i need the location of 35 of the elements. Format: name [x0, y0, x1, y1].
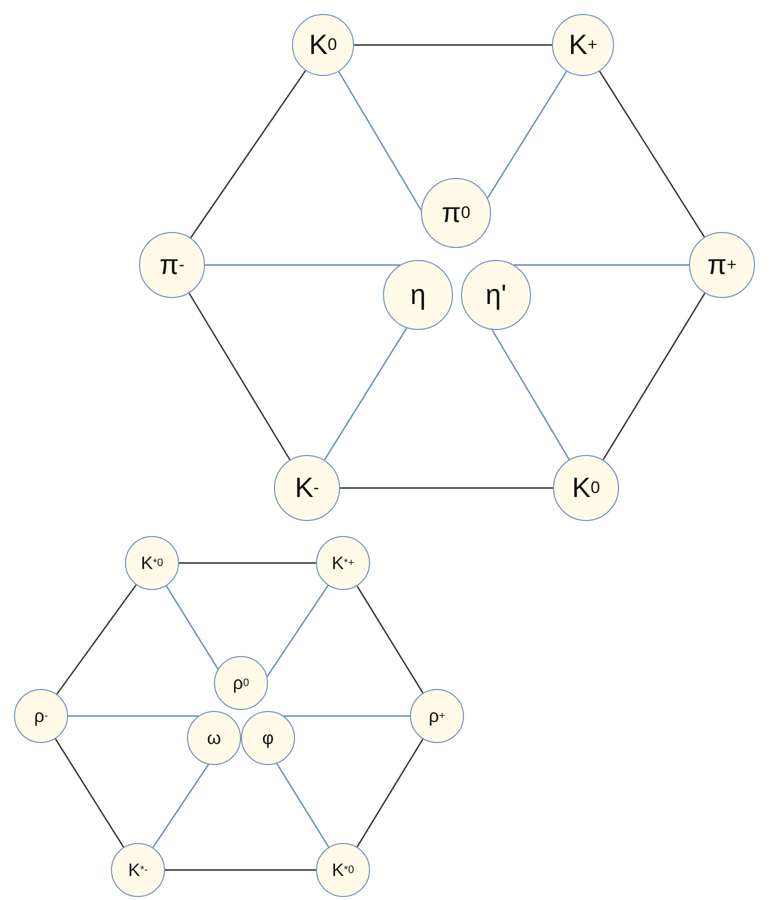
particle-circle: ω — [187, 711, 241, 765]
particle-circle: K$^{-}$ — [274, 455, 340, 521]
connector-line — [492, 329, 570, 460]
connector-line — [340, 487, 553, 489]
connector-line — [284, 715, 410, 717]
connector-line — [338, 71, 422, 211]
connector-line — [56, 584, 137, 695]
connector-line — [179, 562, 316, 564]
particle-circle: η — [383, 260, 453, 330]
connector-line — [354, 44, 552, 46]
connector-line — [487, 70, 568, 198]
particle-circle: K$^{0}$ — [553, 455, 619, 521]
connector-line — [190, 70, 306, 238]
particle-circle: π$^{-}$ — [139, 232, 205, 298]
connector-line — [54, 738, 124, 848]
connector-line — [166, 586, 218, 670]
particle-circle: K$^{+}$ — [552, 14, 614, 76]
connector-line — [205, 264, 400, 266]
connector-line — [276, 763, 330, 848]
connector-line — [188, 292, 290, 460]
connector-line — [514, 264, 689, 266]
connector-line — [152, 764, 210, 848]
connector-line — [324, 328, 408, 460]
connector-line — [165, 869, 316, 871]
connector-line — [602, 292, 706, 460]
particle-circle: φ — [241, 711, 295, 765]
connector-line — [356, 586, 424, 694]
connector-line — [599, 70, 705, 238]
particle-circle: π$^{0}$ — [421, 178, 491, 248]
particle-circle: π$^{+}$ — [689, 232, 755, 298]
particle-circle: K$^{0}$ — [292, 14, 354, 76]
particle-circle: η' — [461, 260, 531, 330]
connector-line — [356, 738, 424, 848]
connector-line — [266, 585, 329, 677]
connector-line — [68, 715, 198, 717]
